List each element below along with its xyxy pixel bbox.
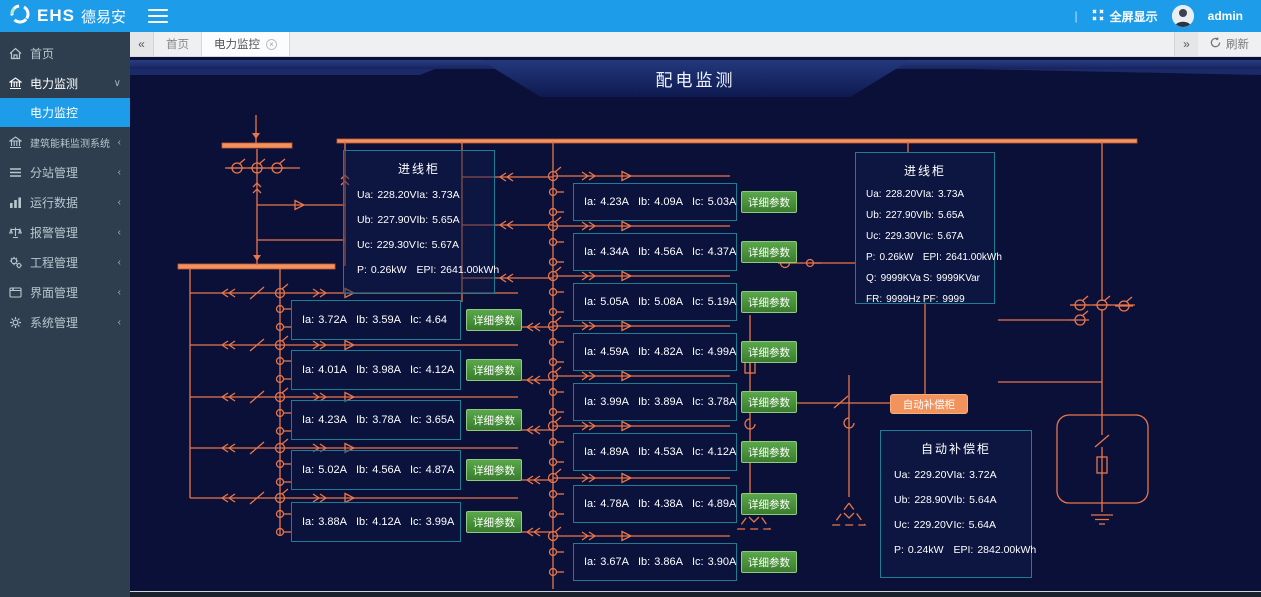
feeder-reading-box: Ia:5.02A Ib:4.56A Ic:4.87A	[291, 450, 461, 490]
inlet-cabinet-left-panel: 进线柜 Ua:228.20V Ia:3.73A Ub:227.90V Ib:5.…	[343, 150, 499, 294]
brand-name-en: EHS	[37, 6, 75, 25]
sidebar-item-system[interactable]: 系统管理 ‹	[0, 307, 130, 337]
detail-params-button[interactable]: 详细参数	[741, 551, 797, 573]
feeder-reading-box: Ia:4.23A Ib:3.78A Ic:3.65A	[291, 400, 461, 440]
detail-params-button[interactable]: 详细参数	[741, 291, 797, 313]
feeder-reading-box: Ia:4.59A Ib:4.82A Ic:4.99A	[573, 333, 737, 371]
detail-params-button[interactable]: 详细参数	[466, 511, 522, 533]
logo-icon	[9, 3, 31, 30]
username-label[interactable]: admin	[1207, 9, 1243, 23]
detail-params-button[interactable]: 详细参数	[741, 441, 797, 463]
detail-params-button[interactable]: 详细参数	[741, 493, 797, 515]
gear-icon	[9, 316, 23, 329]
sidebar-item-building-energy[interactable]: 建筑能耗监测系统 ‹	[0, 127, 130, 157]
user-avatar[interactable]	[1171, 5, 1194, 27]
panel-title: 自动补偿柜	[920, 442, 991, 456]
tabs-scroll-left-button[interactable]: «	[130, 32, 154, 56]
inlet-cabinet-right-panel: 进线柜 Ua:228.20V Ia:3.73A Ub:227.90V Ib:5.…	[855, 152, 1002, 305]
tabs-scroll-right-button[interactable]: »	[1174, 32, 1198, 56]
gears-icon	[9, 256, 23, 269]
window-icon	[9, 286, 23, 299]
top-header: EHS 德易安 | 全屏显示 admin	[0, 0, 1261, 32]
sidebar-item-run-data[interactable]: 运行数据 ‹	[0, 187, 130, 217]
balance-icon	[9, 226, 23, 239]
sidebar-item-power-monitoring[interactable]: 电力监测 ∨	[0, 68, 130, 98]
refresh-button[interactable]: 刷新	[1198, 32, 1261, 56]
bank-icon	[9, 76, 23, 90]
bar-chart-icon	[9, 196, 23, 209]
chevron-left-icon: ‹	[117, 316, 121, 328]
feeder-reading-box: Ia:5.05A Ib:5.08A Ic:5.19A	[573, 283, 737, 321]
feeder-reading-box: Ia:4.89A Ib:4.53A Ic:4.12A	[573, 433, 737, 471]
chevron-left-icon: ‹	[117, 166, 121, 178]
list-icon	[9, 166, 23, 179]
chevron-left-icon: ‹	[117, 256, 121, 268]
sidebar: 首页 电力监测 ∨ 电力监控 建筑能耗监测系统 ‹	[0, 32, 130, 597]
feeder-reading-box: Ia:4.78A Ib:4.38A Ic:4.89A	[573, 485, 737, 523]
feeder-reading-box: Ia:3.72A Ib:3.59A Ic:4.64	[291, 300, 461, 340]
detail-params-button[interactable]: 详细参数	[741, 341, 797, 363]
detail-params-button[interactable]: 详细参数	[466, 359, 522, 381]
panel-title: 进线柜	[903, 164, 946, 178]
sidebar-toggle-button[interactable]	[148, 9, 168, 23]
refresh-icon	[1210, 37, 1221, 51]
detail-params-button[interactable]: 详细参数	[466, 309, 522, 331]
bank-icon	[9, 135, 23, 149]
detail-params-button[interactable]: 详细参数	[741, 391, 797, 413]
sidebar-item-engineering[interactable]: 工程管理 ‹	[0, 247, 130, 277]
feeder-reading-box: Ia:3.99A Ib:3.89A Ic:3.78A	[573, 383, 737, 421]
sidebar-item-substation[interactable]: 分站管理 ‹	[0, 157, 130, 187]
home-icon	[9, 47, 23, 60]
header-divider: |	[1074, 9, 1078, 23]
tab-home[interactable]: 首页	[166, 39, 189, 51]
panel-title: 进线柜	[397, 162, 440, 176]
feeder-reading-box: Ia:3.88A Ib:4.12A Ic:3.99A	[291, 502, 461, 542]
tab-power-monitor[interactable]: 电力监控 ×	[201, 32, 290, 56]
feeder-reading-box: Ia:4.34A Ib:4.56A Ic:4.37A	[573, 233, 737, 271]
brand-logo[interactable]: EHS 德易安	[0, 3, 130, 30]
tab-bar: « 首页 电力监控 × » 刷新	[130, 32, 1261, 57]
fullscreen-label: 全屏显示	[1109, 9, 1158, 24]
sidebar-item-alarm[interactable]: 报警管理 ‹	[0, 217, 130, 247]
chevron-left-icon: ‹	[117, 286, 121, 298]
sidebar-subitem-power-monitor-active[interactable]: 电力监控	[0, 98, 130, 127]
detail-params-button[interactable]: 详细参数	[466, 409, 522, 431]
power-distribution-canvas: 配电监测	[130, 57, 1261, 591]
feeder-reading-box: Ia:3.67A Ib:3.86A Ic:3.90A	[573, 543, 737, 581]
sidebar-item-interface[interactable]: 界面管理 ‹	[0, 277, 130, 307]
sidebar-item-home[interactable]: 首页	[0, 38, 130, 68]
content-bottom-strip	[130, 591, 1261, 597]
fullscreen-button[interactable]: 全屏显示	[1092, 8, 1158, 25]
chevron-left-icon: ‹	[117, 226, 121, 238]
detail-params-button[interactable]: 详细参数	[741, 241, 797, 263]
detail-params-button[interactable]: 详细参数	[741, 191, 797, 213]
fullscreen-icon	[1092, 8, 1104, 24]
chevron-left-icon: ‹	[117, 196, 121, 208]
auto-compensation-button[interactable]: 自动补偿柜	[890, 394, 968, 414]
feeder-reading-box: Ia:4.01A Ib:3.98A Ic:4.12A	[291, 350, 461, 390]
auto-compensation-panel: 自动补偿柜 Ua:229.20V Ia:3.72A Ub:228.90V Ib:…	[880, 430, 1036, 578]
schematic-diagram	[177, 115, 1149, 589]
close-icon[interactable]: ×	[266, 38, 277, 50]
feeder-reading-box: Ia:4.23A Ib:4.09A Ic:5.03A	[573, 183, 737, 221]
chevron-down-icon: ∨	[113, 77, 121, 89]
chevron-left-icon: ‹	[117, 136, 121, 148]
detail-params-button[interactable]: 详细参数	[466, 459, 522, 481]
brand-name-cn: 德易安	[80, 8, 126, 26]
